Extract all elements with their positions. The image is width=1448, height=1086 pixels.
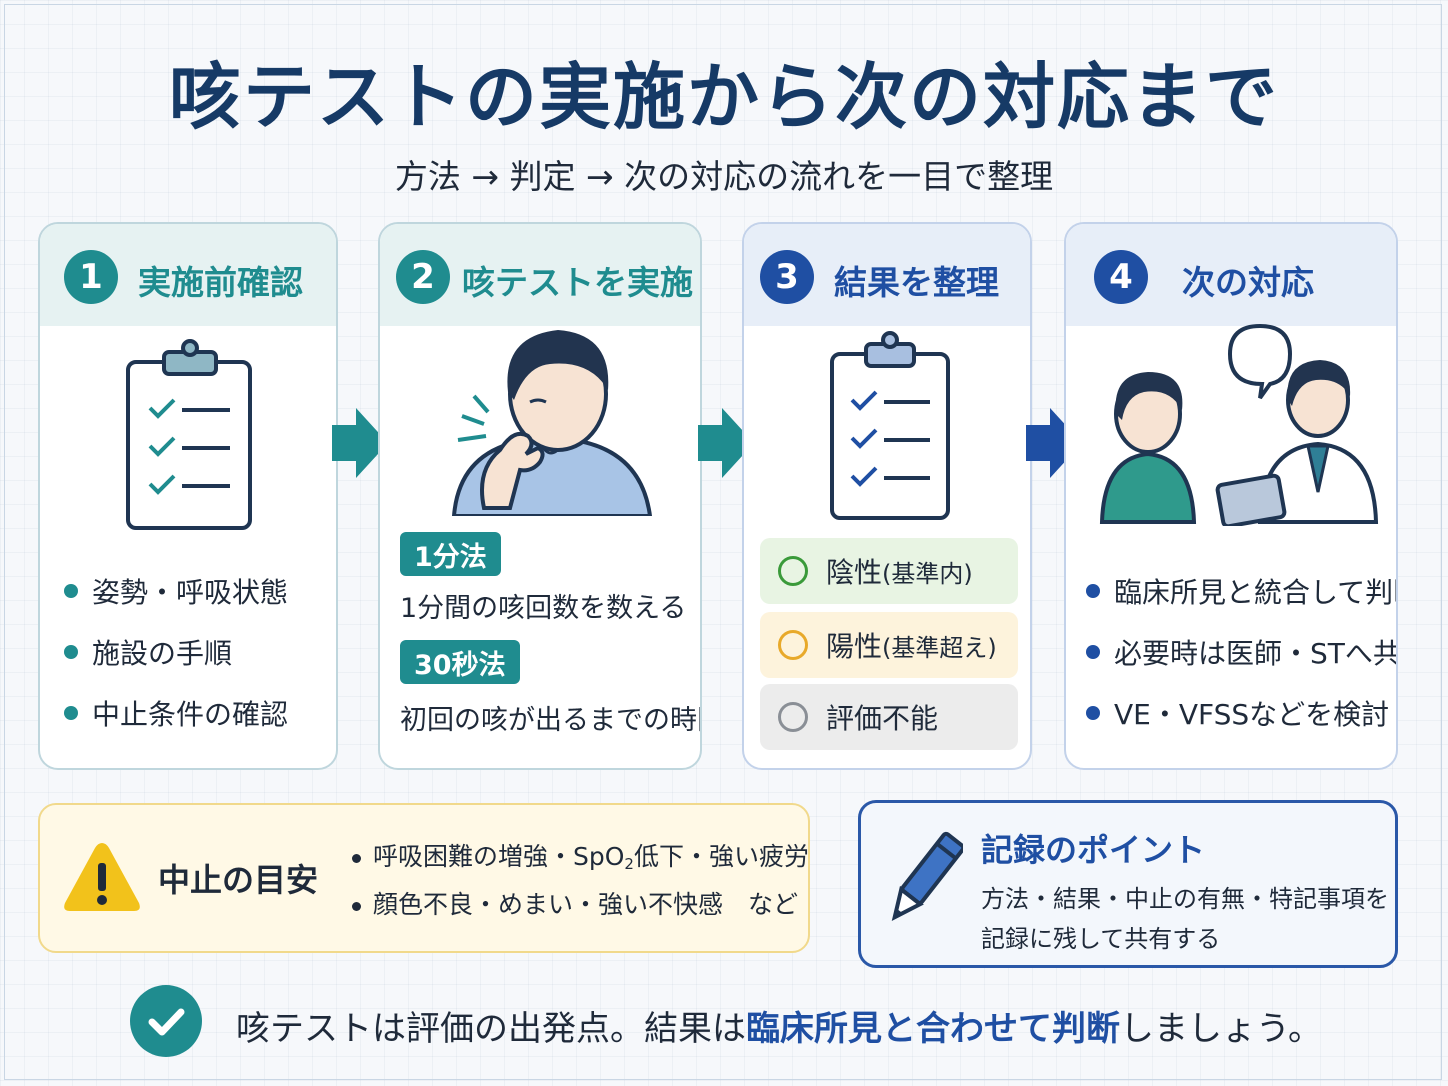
- stop-criteria-item-1: 呼吸困難の増強・SpO2低下・強い疲労: [352, 837, 809, 873]
- check-circle-icon: [130, 985, 202, 1057]
- coughing-person-icon: [451, 330, 653, 516]
- result-negative-ring: [778, 556, 808, 586]
- step-card-4: 4 次の対応 臨床所見と統合して判断 必要時は医師・STへ共有 VE・VFSSな…: [1064, 222, 1398, 770]
- result-positive-ring: [778, 630, 808, 660]
- summary-text: 咳テストは評価の出発点。結果は臨床所見と合わせて判断しましょう。: [236, 1009, 1322, 1049]
- page-frame: [4, 4, 1442, 1080]
- step4-bullet-1: 臨床所見と統合して判断: [1086, 560, 1396, 621]
- step4-bullet-3: VE・VFSSなどを検討: [1086, 682, 1389, 743]
- step1-bullet-1: 姿勢・呼吸状態: [64, 560, 336, 621]
- flow-arrow-2: [698, 408, 754, 478]
- step1-bullet-3: 中止条件の確認: [64, 682, 336, 743]
- step-number-2: 2: [396, 250, 450, 304]
- record-points-line-1: 方法・結果・中止の有無・特記事項を: [981, 885, 1389, 913]
- record-points-box: 記録のポイント 方法・結果・中止の有無・特記事項を 記録に残して共有する: [858, 800, 1398, 968]
- result-positive: 陽性(基準超え): [760, 612, 1018, 678]
- step-title-1: 実施前確認: [138, 263, 303, 302]
- step-card-3: 3 結果を整理 陰性(基準内) 陽性(基準超え) 評価不能: [742, 222, 1032, 770]
- method-tag-30sec: 30秒法: [400, 640, 520, 684]
- record-points-line-2: 記録に残して共有する: [981, 925, 1221, 953]
- step-card-1: 1 実施前確認 姿勢・呼吸状態 施設の手順 中止条件の確認: [38, 222, 338, 770]
- step-title-2: 咳テストを実施: [462, 263, 693, 302]
- stop-criteria-item-2: 顔色不良・めまい・強い不快感 など: [352, 885, 798, 921]
- stop-criteria-box: 中止の目安 呼吸困難の増強・SpO2低下・強い疲労 顔色不良・めまい・強い不快感…: [38, 803, 810, 953]
- warning-icon: [64, 843, 140, 911]
- record-points-title: 記録のポイント: [981, 831, 1206, 869]
- flow-arrow-1: [332, 408, 388, 478]
- method-desc-1min: 1分間の咳回数を数える: [400, 593, 687, 624]
- pencil-icon: [891, 831, 963, 922]
- step-card-2: 2 咳テストを実施 1分法 1分間の咳回数を数える 30秒法 初回の咳が出るまで…: [378, 222, 702, 770]
- result-unevaluable: 評価不能: [760, 684, 1018, 750]
- step-number-3: 3: [760, 250, 814, 304]
- step4-bullet-2: 必要時は医師・STへ共有: [1086, 621, 1396, 682]
- method-tag-1min: 1分法: [400, 532, 501, 576]
- step1-bullet-2: 施設の手順: [64, 621, 336, 682]
- step-number-1: 1: [64, 250, 118, 304]
- patient-doctor-consult-icon: [1099, 323, 1379, 526]
- result-unevaluable-ring: [778, 702, 808, 732]
- page-subtitle: 方法 → 判定 → 次の対応の流れを一目で整理: [394, 157, 1054, 196]
- summary-highlight: 臨床所見と合わせて判断: [746, 1009, 1120, 1049]
- step-number-4: 4: [1094, 250, 1148, 304]
- summary-message: 咳テストは評価の出発点。結果は臨床所見と合わせて判断しましょう。: [130, 985, 1370, 1067]
- page-title: 咳テストの実施から次の対応まで: [168, 55, 1279, 139]
- clipboard-checklist-icon: [126, 339, 252, 530]
- step-title-4: 次の対応: [1182, 263, 1314, 302]
- result-negative: 陰性(基準内): [760, 538, 1018, 604]
- step-title-3: 結果を整理: [834, 263, 999, 302]
- stop-criteria-title: 中止の目安: [158, 861, 319, 899]
- flow-arrow-3: [1026, 408, 1082, 478]
- method-desc-30sec: 初回の咳が出るまでの時間: [400, 705, 702, 736]
- clipboard-results-icon: [830, 331, 950, 520]
